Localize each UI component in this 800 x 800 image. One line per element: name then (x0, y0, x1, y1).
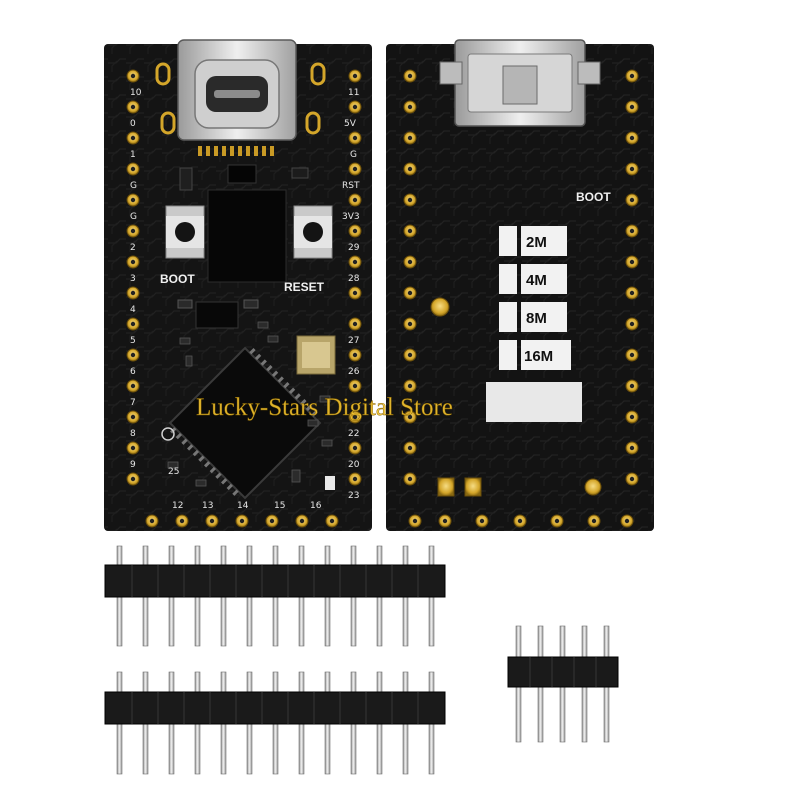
pin-label: 8 (130, 429, 136, 439)
pin-label: 9 (130, 460, 136, 470)
pin-label: 3V3 (342, 212, 360, 222)
pin-label: 28 (348, 274, 360, 284)
pin-label: 11 (348, 88, 359, 98)
pin-label: G (130, 181, 137, 191)
usb-c-connector-back (439, 39, 601, 127)
pin-label: 27 (348, 336, 359, 346)
back-bottom-pin-pads (408, 514, 634, 528)
pin-label: 13 (202, 501, 213, 511)
reset-button[interactable] (293, 205, 333, 259)
pin-label: 10 (130, 88, 142, 98)
pin-label: 7 (130, 398, 136, 408)
pin-label: 23 (348, 491, 359, 501)
pin-label: 16 (310, 501, 322, 511)
back-right-pin-pads (625, 69, 639, 486)
front-left-pin-pads (126, 69, 140, 486)
pin-header-short (507, 625, 619, 743)
back-board: BOOT 2M 4M 8M 16M (386, 39, 654, 531)
boot-button[interactable] (165, 205, 205, 259)
front-bottom-pin-labels: 12 13 14 15 16 (172, 501, 322, 511)
pin-label: 29 (348, 243, 360, 253)
pin-label: 3 (130, 274, 136, 284)
flash-size-selector: 2M 4M 8M 16M (486, 226, 582, 422)
voltage-regulator (207, 189, 287, 283)
pin-label: 22 (348, 429, 359, 439)
pin-header-long-2 (104, 671, 446, 775)
pin-label: 6 (130, 367, 136, 377)
pin-header-long-1 (104, 545, 446, 647)
boot-pad-label: BOOT (576, 190, 611, 204)
flash-option-2m: 2M (526, 234, 547, 251)
front-board: BOOT RESET 25 (104, 39, 372, 531)
pin-label-inner: 25 (168, 467, 179, 477)
pin-label: 12 (172, 501, 183, 511)
pin-label: 4 (130, 305, 136, 315)
pin-label: 1 (130, 150, 136, 160)
flash-option-16m: 16M (524, 348, 553, 365)
front-right-pin-pads (348, 69, 362, 486)
pin-label: 20 (348, 460, 360, 470)
front-bottom-pin-pads (145, 514, 339, 528)
back-left-pin-pads (403, 69, 417, 486)
reset-label: RESET (284, 280, 325, 294)
pin-label: 15 (274, 501, 285, 511)
front-right-pin-labels: 11 5V G RST 3V3 29 28 27 26 22 20 23 (342, 88, 360, 501)
pin-label: 5V (344, 119, 357, 129)
pin-label: G (350, 150, 357, 160)
pin-label: 5 (130, 336, 136, 346)
boot-label: BOOT (160, 272, 195, 286)
front-left-pin-labels: 10 0 1 G G 2 3 4 5 6 7 8 9 (130, 88, 142, 470)
flash-option-4m: 4M (526, 272, 547, 289)
flash-option-8m: 8M (526, 310, 547, 327)
rp2040-chip (168, 346, 322, 500)
pin-label: G (130, 212, 137, 222)
pin-label: 26 (348, 367, 360, 377)
pin-label: 14 (237, 501, 249, 511)
crystal-oscillator (296, 335, 336, 375)
pin-label: 2 (130, 243, 136, 253)
usb-c-connector (177, 39, 297, 141)
pin-label: 0 (130, 119, 136, 129)
store-watermark: Lucky-Stars Digital Store (196, 394, 453, 421)
pin-label: RST (342, 181, 360, 191)
